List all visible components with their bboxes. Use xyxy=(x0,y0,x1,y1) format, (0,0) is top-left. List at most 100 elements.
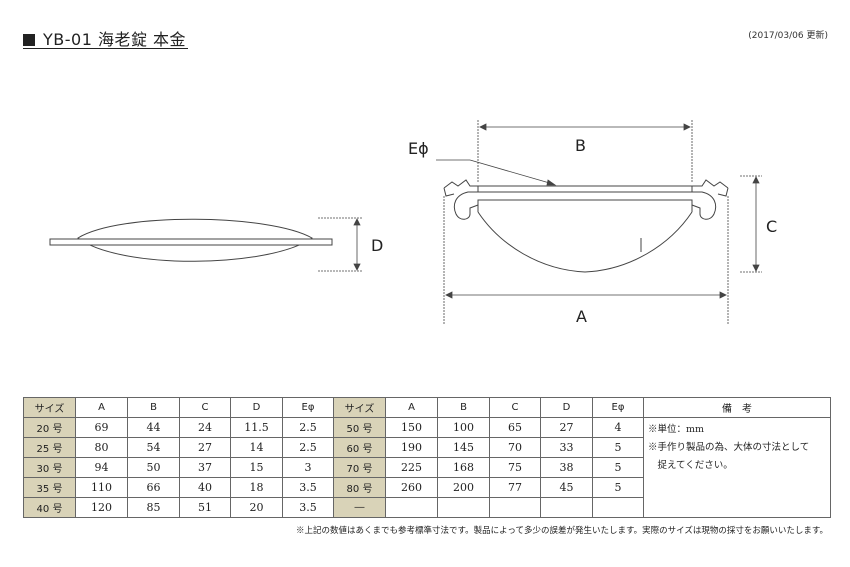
table-row: 20 号 69 44 24 11.5 2.5 50 号 150 100 65 2… xyxy=(23,417,831,518)
cell: 190 xyxy=(385,437,438,458)
cell: 3 xyxy=(282,457,334,478)
table-row: 25 号 80 54 27 14 2.5 60 号 190 145 70 33 … xyxy=(23,437,831,458)
side-view xyxy=(49,218,333,262)
cell: 15 xyxy=(230,457,283,478)
pin-bar xyxy=(477,185,693,193)
col-header-size: サイズ xyxy=(23,397,76,418)
remark-line: ※単位：mm xyxy=(648,424,705,435)
update-date: (2017/03/06 更新) xyxy=(748,31,828,41)
cell: 77 xyxy=(489,477,541,498)
cell-size: 50 号 xyxy=(333,417,386,438)
front-view-bowl xyxy=(477,211,693,273)
col-header-c: C xyxy=(179,397,231,418)
cell: 3.5 xyxy=(282,497,334,518)
right-curl xyxy=(691,179,729,220)
cell: 20 xyxy=(230,497,283,518)
cell: 33 xyxy=(540,437,593,458)
cell: 5 xyxy=(592,457,644,478)
cell: 18 xyxy=(230,477,283,498)
cell: 80 xyxy=(75,437,128,458)
cell: 200 xyxy=(437,477,490,498)
col-header-e-2: Eφ xyxy=(592,397,644,418)
table-row: 30 号 94 50 37 15 3 70 号 225 168 75 38 5 xyxy=(23,457,831,478)
cell: 69 xyxy=(75,417,128,438)
cell: 110 xyxy=(75,477,128,498)
cell: 3.5 xyxy=(282,477,334,498)
col-header-a-2: A xyxy=(385,397,438,418)
cell xyxy=(592,497,644,518)
cell xyxy=(437,497,490,518)
cell-size: ― xyxy=(333,497,386,518)
label-e: Eϕ xyxy=(408,139,429,158)
cell: 100 xyxy=(437,417,490,438)
cell: 38 xyxy=(540,457,593,478)
label-a: A xyxy=(576,307,587,326)
col-header-d-2: D xyxy=(540,397,593,418)
side-view-bar xyxy=(49,238,333,246)
cell: 14 xyxy=(230,437,283,458)
col-header-a: A xyxy=(75,397,128,418)
cell: 27 xyxy=(540,417,593,438)
left-curl xyxy=(443,179,479,220)
col-header-b: B xyxy=(127,397,180,418)
remarks-cell: ※単位：mm ※手作り製品の為、大体の寸法として 捉えてください。 xyxy=(643,417,831,518)
cell: 260 xyxy=(385,477,438,498)
cell: 66 xyxy=(127,477,180,498)
cell: 70 xyxy=(489,437,541,458)
cell-size: 20 号 xyxy=(23,417,76,438)
title-text: YB-01 海老錠 本金 xyxy=(43,30,187,49)
front-view xyxy=(443,179,729,273)
cell: 11.5 xyxy=(230,417,283,438)
cell-size: 30 号 xyxy=(23,457,76,478)
page-title: YB-01 海老錠 本金 xyxy=(23,26,189,49)
dimension-d xyxy=(318,217,363,272)
cell: 75 xyxy=(489,457,541,478)
technical-drawing: D B Eϕ C xyxy=(49,120,777,326)
cell-size: 35 号 xyxy=(23,477,76,498)
title-square-icon xyxy=(23,34,35,46)
cell: 225 xyxy=(385,457,438,478)
cell: 150 xyxy=(385,417,438,438)
cell: 51 xyxy=(179,497,231,518)
cell: 27 xyxy=(179,437,231,458)
cell-size: 80 号 xyxy=(333,477,386,498)
dimension-a xyxy=(443,196,729,325)
cell xyxy=(385,497,438,518)
col-header-d: D xyxy=(230,397,283,418)
cell xyxy=(489,497,541,518)
cell: 45 xyxy=(540,477,593,498)
cell-size: 60 号 xyxy=(333,437,386,458)
cell: 5 xyxy=(592,477,644,498)
cell: 40 xyxy=(179,477,231,498)
cell-size: 25 号 xyxy=(23,437,76,458)
table-row: 35 号 110 66 40 18 3.5 80 号 260 200 77 45… xyxy=(23,477,831,498)
cell: 145 xyxy=(437,437,490,458)
table-header-row: サイズ A B C D Eφ サイズ A B C D Eφ 備 考 xyxy=(23,397,831,418)
col-header-c-2: C xyxy=(489,397,541,418)
spec-table: サイズ A B C D Eφ サイズ A B C D Eφ 備 考 20 号 6… xyxy=(23,397,831,518)
dimension-b xyxy=(477,120,693,183)
cell: 2.5 xyxy=(282,417,334,438)
cell: 5 xyxy=(592,437,644,458)
dimension-e-leader xyxy=(436,159,557,186)
cell: 44 xyxy=(127,417,180,438)
cell: 50 xyxy=(127,457,180,478)
side-view-ellipse xyxy=(77,218,313,262)
remark-line: 捉えてください。 xyxy=(648,460,733,471)
cell: 4 xyxy=(592,417,644,438)
label-b: B xyxy=(575,136,586,155)
remark-line: ※手作り製品の為、大体の寸法として xyxy=(648,442,810,453)
col-header-size-2: サイズ xyxy=(333,397,386,418)
cell: 54 xyxy=(127,437,180,458)
label-d: D xyxy=(371,236,383,255)
cell: 168 xyxy=(437,457,490,478)
label-c: C xyxy=(766,217,777,236)
cell: 37 xyxy=(179,457,231,478)
col-header-b-2: B xyxy=(437,397,490,418)
col-header-e: Eφ xyxy=(282,397,334,418)
cell-size: 70 号 xyxy=(333,457,386,478)
table-row: 40 号 120 85 51 20 3.5 ― xyxy=(23,497,831,518)
cell-size: 40 号 xyxy=(23,497,76,518)
dimension-c xyxy=(740,175,762,273)
cell: 24 xyxy=(179,417,231,438)
